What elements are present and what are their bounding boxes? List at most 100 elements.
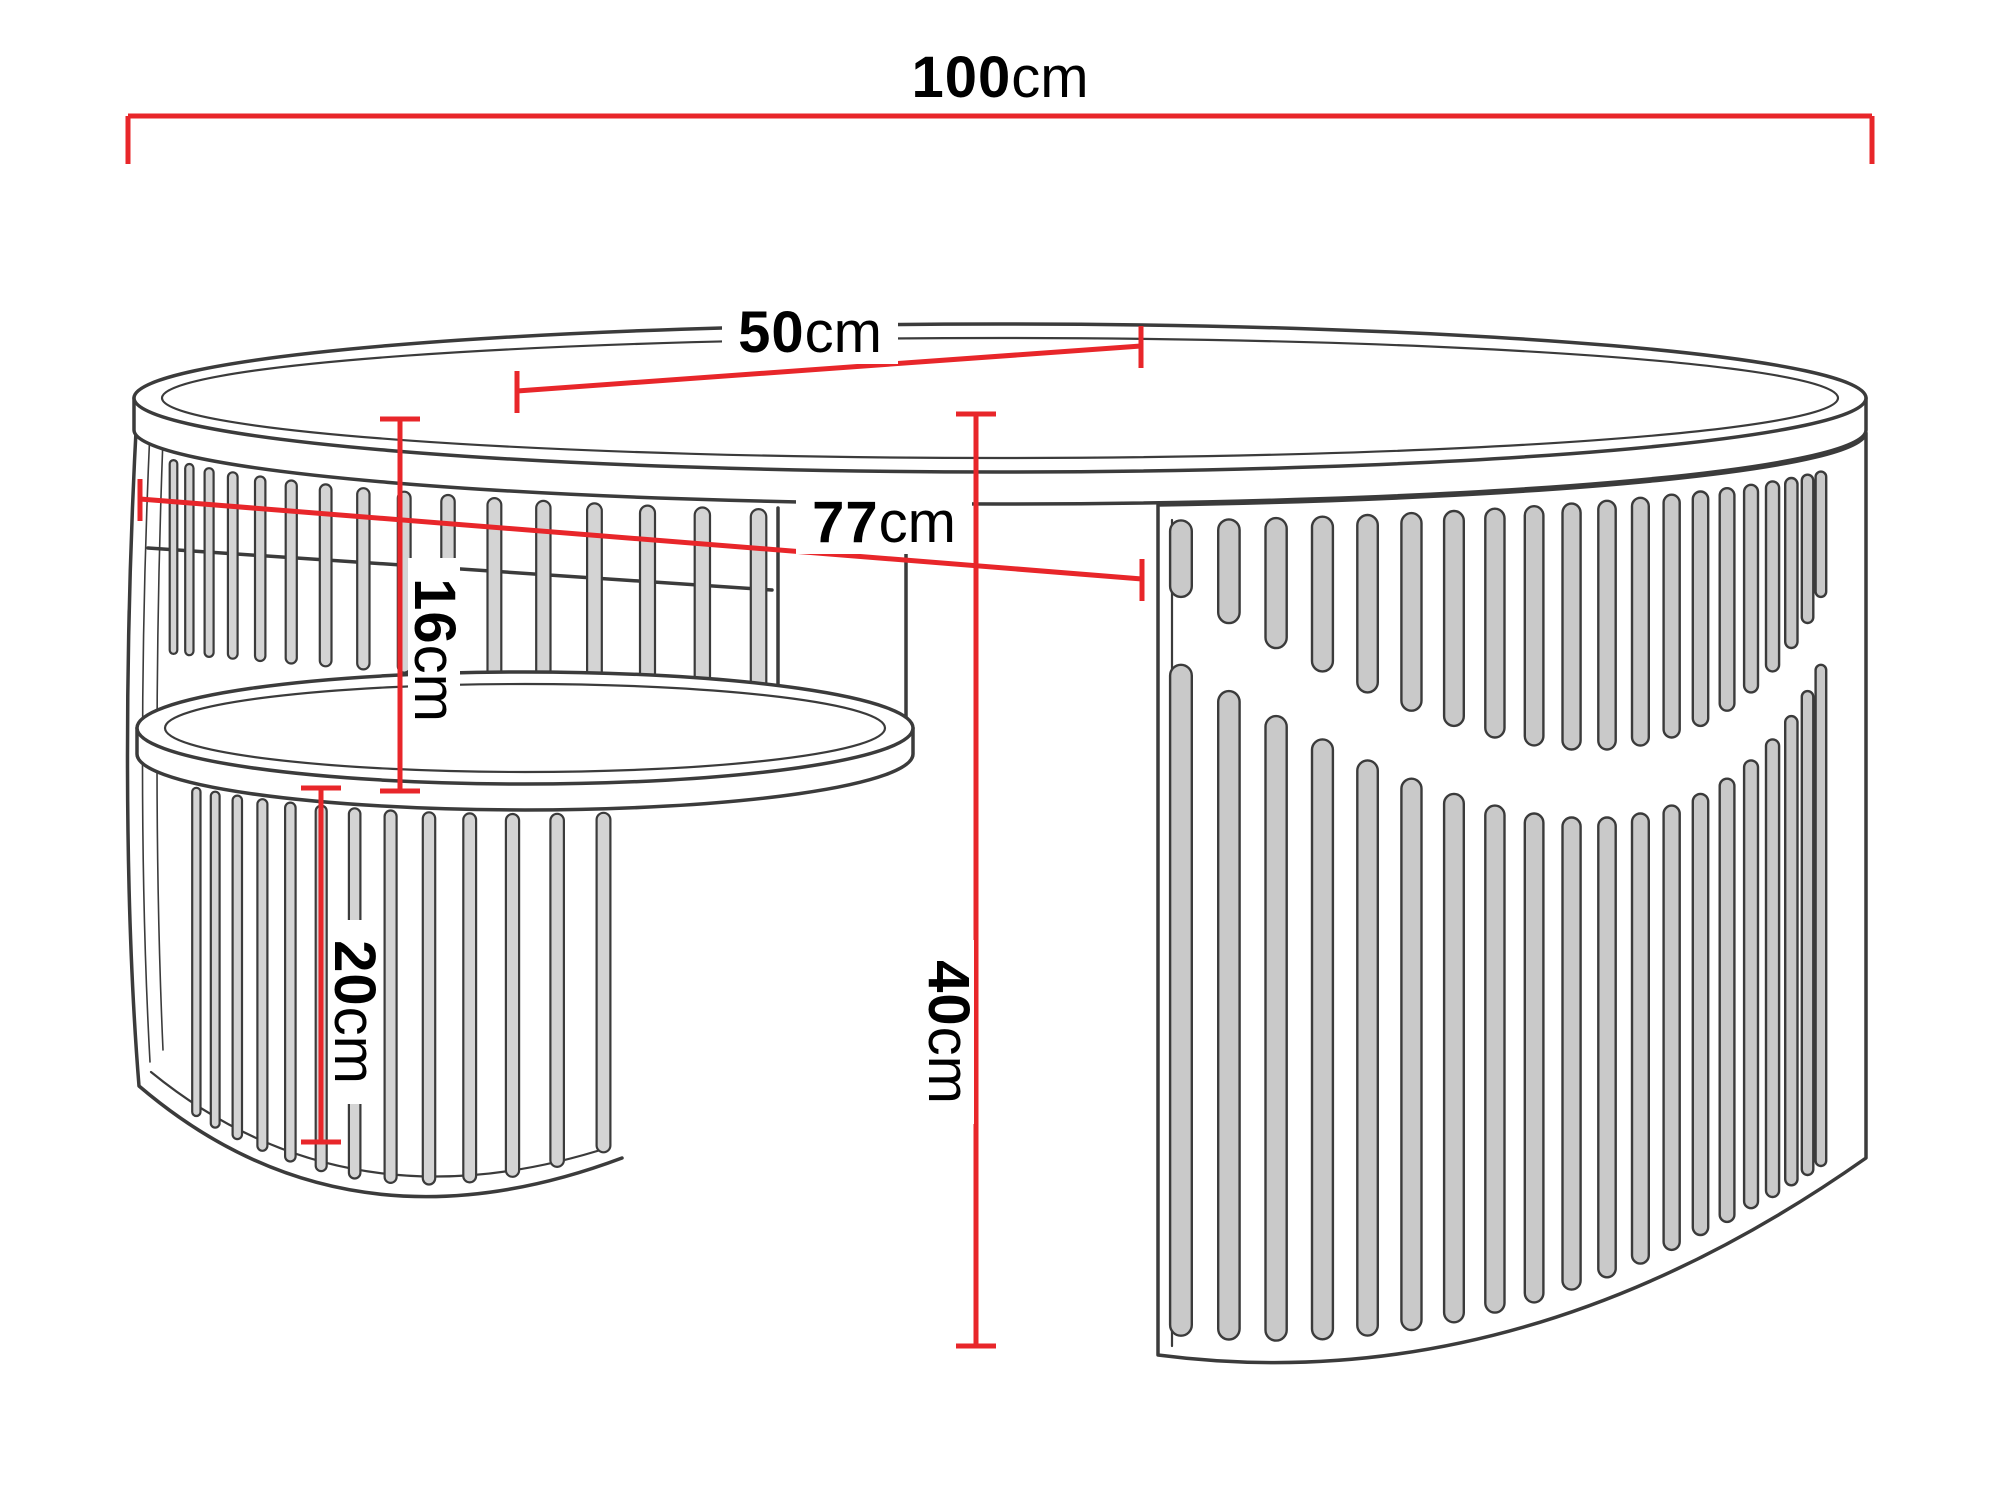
left-shell-inner-curve bbox=[149, 1070, 612, 1178]
slat bbox=[1814, 663, 1828, 1168]
slat bbox=[284, 801, 297, 1163]
dimension-label-top-to-shelf: 16cm bbox=[402, 558, 467, 742]
slat bbox=[1484, 804, 1506, 1314]
dimension-value: 100 bbox=[911, 45, 1011, 110]
slat bbox=[1691, 792, 1710, 1237]
label-background bbox=[922, 940, 974, 1124]
slat bbox=[1264, 714, 1288, 1342]
slat bbox=[356, 487, 371, 671]
slat bbox=[184, 462, 195, 657]
slat bbox=[1523, 505, 1545, 747]
slat bbox=[549, 812, 566, 1168]
dimension-unit: cm bbox=[916, 1027, 981, 1104]
slat bbox=[1561, 502, 1582, 751]
slat bbox=[1168, 519, 1193, 599]
right-slat-drum bbox=[1156, 431, 1868, 1365]
dimension-value: 20 bbox=[322, 940, 387, 1007]
slat bbox=[1783, 714, 1799, 1187]
dimension-total-height bbox=[956, 411, 996, 1349]
slat bbox=[1814, 470, 1828, 599]
middle-shelf bbox=[135, 670, 915, 812]
slat bbox=[1718, 777, 1736, 1224]
dimension-unit: cm bbox=[322, 1007, 387, 1084]
dimension-unit: cm bbox=[879, 490, 956, 555]
label-background bbox=[722, 302, 898, 364]
dimension-shelf-to-floor bbox=[301, 785, 341, 1145]
dimension-unit: cm bbox=[402, 645, 467, 722]
dimension-label-total-height: 40cm bbox=[916, 940, 981, 1124]
tabletop-surface bbox=[132, 322, 1868, 474]
label-background bbox=[796, 492, 972, 554]
slat bbox=[693, 506, 712, 699]
slat bbox=[1764, 738, 1781, 1199]
slat bbox=[1216, 689, 1241, 1341]
slat bbox=[585, 502, 603, 690]
dimension-total-width bbox=[125, 113, 1875, 164]
tabletop bbox=[132, 322, 1868, 506]
slat bbox=[168, 459, 179, 656]
dimension-line bbox=[516, 343, 1142, 394]
slat bbox=[1742, 483, 1760, 694]
shelf-top bbox=[135, 670, 915, 786]
slat bbox=[1310, 738, 1335, 1341]
slat bbox=[1523, 812, 1545, 1304]
slat bbox=[1561, 816, 1582, 1291]
left-shell-edge bbox=[125, 410, 624, 1199]
slat bbox=[284, 479, 298, 665]
label-background bbox=[408, 558, 460, 742]
label-background bbox=[328, 920, 380, 1104]
slat bbox=[1356, 513, 1380, 694]
dimension-tabletop-depth bbox=[514, 326, 1144, 413]
slat bbox=[231, 794, 244, 1141]
slat bbox=[1662, 493, 1681, 739]
dimension-label-shelf-to-floor: 20cm bbox=[322, 920, 387, 1104]
slat bbox=[504, 812, 521, 1178]
slat bbox=[1630, 496, 1650, 747]
tabletop-inner-rim bbox=[160, 336, 1840, 460]
left-lower-slat-band bbox=[191, 786, 612, 1186]
slat bbox=[1597, 499, 1617, 751]
slat bbox=[256, 798, 269, 1152]
dimension-label-text: 77cm bbox=[812, 490, 956, 555]
slat bbox=[1764, 480, 1781, 673]
slat bbox=[1442, 792, 1465, 1324]
slat bbox=[318, 483, 333, 668]
slat bbox=[421, 811, 437, 1186]
dimension-label-tabletop-depth: 50cm bbox=[722, 300, 898, 365]
slat bbox=[1484, 507, 1506, 739]
dimension-unit: cm bbox=[1011, 45, 1088, 110]
slat bbox=[638, 504, 657, 694]
slat bbox=[462, 812, 478, 1184]
dimension-label-text: 40cm bbox=[916, 960, 981, 1104]
slat bbox=[1630, 812, 1650, 1265]
dimension-label-text: 50cm bbox=[738, 300, 882, 365]
slat bbox=[1800, 689, 1815, 1177]
slat bbox=[1400, 511, 1423, 712]
dimension-label-text: 16cm bbox=[402, 578, 467, 722]
dimension-top-to-shelf bbox=[380, 416, 420, 794]
slat bbox=[1691, 490, 1710, 728]
dimension-label-inner-width: 77cm bbox=[796, 490, 972, 555]
slat bbox=[383, 809, 398, 1184]
drum-body bbox=[1156, 431, 1868, 1365]
dimension-value: 50 bbox=[738, 300, 805, 365]
dimension-unit: cm bbox=[805, 300, 882, 365]
slat bbox=[749, 508, 768, 703]
dimension-value: 77 bbox=[812, 490, 879, 555]
slat bbox=[203, 467, 215, 659]
slat bbox=[209, 790, 221, 1129]
slat bbox=[1718, 487, 1736, 712]
slat bbox=[1597, 816, 1617, 1279]
slat bbox=[226, 471, 239, 660]
slat bbox=[1168, 663, 1193, 1337]
shelf-inner-rim bbox=[163, 682, 887, 774]
dimension-label-text: 20cm bbox=[322, 940, 387, 1084]
dimension-label-text: 100cm bbox=[911, 45, 1088, 110]
left-upper-slat-band bbox=[168, 459, 768, 703]
slat bbox=[1742, 759, 1760, 1210]
slat bbox=[1400, 777, 1423, 1332]
slat bbox=[1310, 515, 1335, 673]
dimension-label-total-width: 100cm bbox=[911, 45, 1088, 110]
